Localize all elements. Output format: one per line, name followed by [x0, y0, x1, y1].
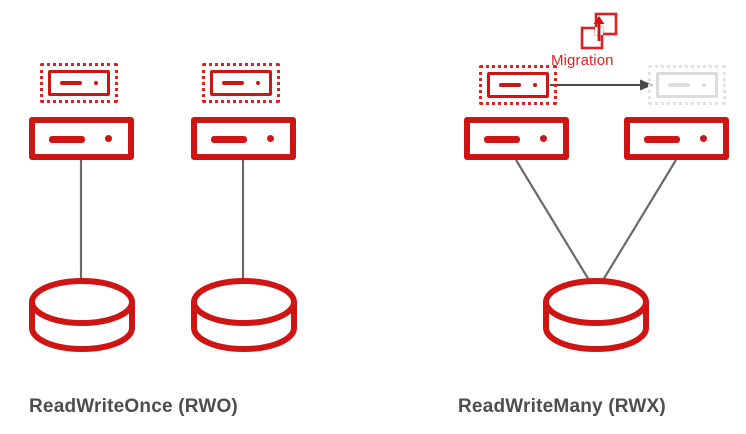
node-rwo-1 — [29, 117, 134, 160]
node-dot-icon — [267, 135, 274, 142]
pod-rwx-target-ghost — [648, 65, 726, 105]
pod-dash-icon — [222, 81, 244, 85]
node-rwx-2 — [624, 117, 729, 160]
pod-rwo-2 — [202, 63, 280, 103]
volume-rwo-1 — [26, 276, 138, 356]
pod-dotted-border-icon — [479, 65, 557, 105]
node-rwx-1 — [464, 117, 569, 160]
pod-body — [487, 72, 549, 98]
pod-dash-icon — [668, 83, 690, 87]
pod-body — [48, 70, 110, 96]
node-rwo-2 — [191, 117, 296, 160]
volume-rwo-2 — [188, 276, 300, 356]
pod-rwo-1 — [40, 63, 118, 103]
pod-dotted-border-icon — [40, 63, 118, 103]
pod-dot-icon — [256, 81, 260, 85]
pod-rwx-source — [479, 65, 557, 105]
pod-dot-icon — [702, 83, 706, 87]
pod-dotted-border-icon — [648, 65, 726, 105]
caption-rwx: ReadWriteMany (RWX) — [458, 396, 666, 417]
node-dash-icon — [211, 135, 247, 143]
pod-dot-icon — [94, 81, 98, 85]
node-dot-icon — [540, 135, 547, 142]
caption-rwo: ReadWriteOnce (RWO) — [29, 396, 238, 417]
migration-icon — [578, 10, 620, 52]
node-dash-icon — [49, 135, 85, 143]
volume-rwx-shared — [540, 276, 652, 356]
migration-label: Migration — [551, 52, 614, 69]
node-dot-icon — [700, 135, 707, 142]
pod-dash-icon — [60, 81, 82, 85]
connector-rwx-2 — [596, 159, 677, 291]
pod-dash-icon — [499, 83, 521, 87]
node-dot-icon — [105, 135, 112, 142]
pod-body — [210, 70, 272, 96]
connector-rwx-1 — [515, 159, 596, 291]
node-dash-icon — [484, 135, 520, 143]
pod-body — [656, 72, 718, 98]
pod-dotted-border-icon — [202, 63, 280, 103]
pod-dot-icon — [533, 83, 537, 87]
node-dash-icon — [644, 135, 680, 143]
